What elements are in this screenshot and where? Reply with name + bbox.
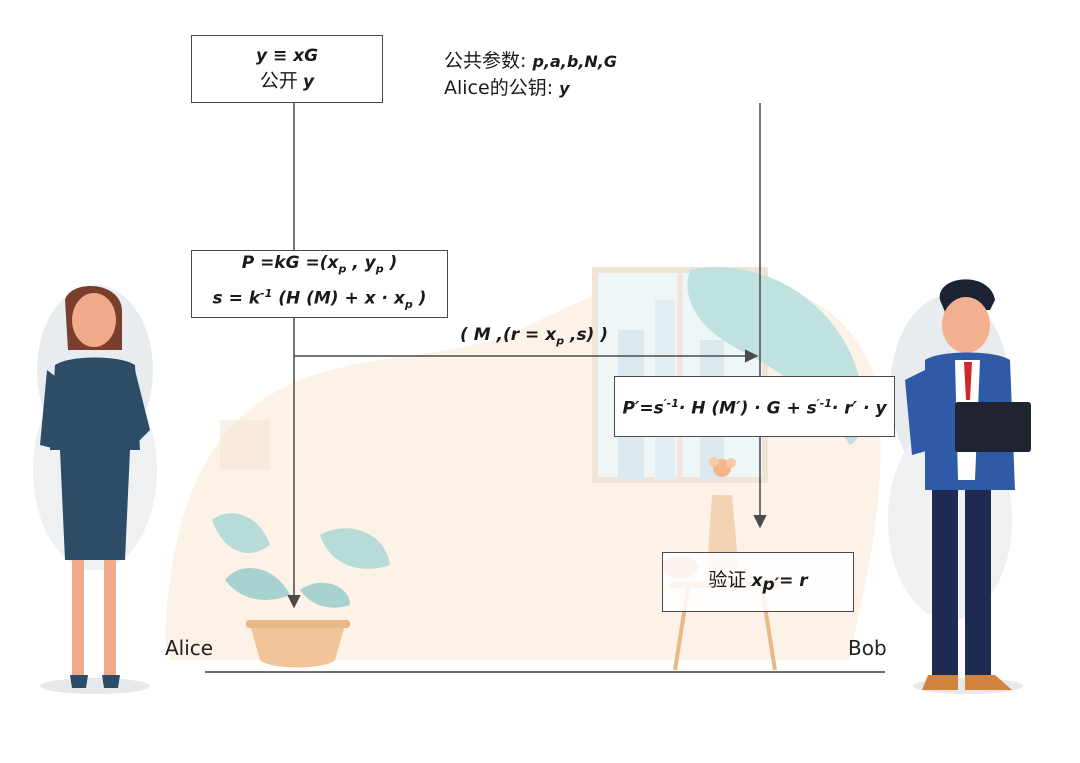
verify-formula: P′=s′-1· H (M′) · G + s′-1· r′ · y [622,397,887,419]
params-values: p,a,b,N,G [532,52,617,71]
params-line-1: 公共参数: p,a,b,N,G [444,48,617,75]
bob-label: Bob [848,636,887,660]
verify-result-box: 验证 xp′= r [662,552,854,612]
publish-label: 公开 [259,70,298,92]
verify-box: P′=s′-1· H (M′) · G + s′-1· r′ · y [614,376,895,437]
publish-var: y [303,72,315,92]
bob-figure [888,279,1031,694]
message-label: ( M ,(r = xp ,s) ) [460,325,609,348]
alice-figure [33,285,157,694]
pubkey-label: Alice的公钥: [444,77,554,99]
public-params: 公共参数: p,a,b,N,G Alice的公钥: y [444,48,617,102]
sign-box: P =kG =(xp , yp ) s = k-1 (H (M) + x · x… [191,250,448,318]
publish-line: 公开 y [260,68,314,94]
alice-label: Alice [165,636,214,660]
potted-plant [212,513,390,668]
keygen-formula: y ≡ xG [255,46,319,66]
verify-result: 验证 xp′= r [708,568,808,596]
pubkey-value: y [559,79,570,98]
params-label: 公共参数: [444,50,527,72]
keygen-box: y ≡ xG 公开 y [191,35,383,103]
sign-formula-2: s = k-1 (H (M) + x · xp ) [212,286,427,311]
sign-formula-1: P =kG =(xp , yp ) [241,253,398,276]
params-line-2: Alice的公钥: y [444,75,617,102]
